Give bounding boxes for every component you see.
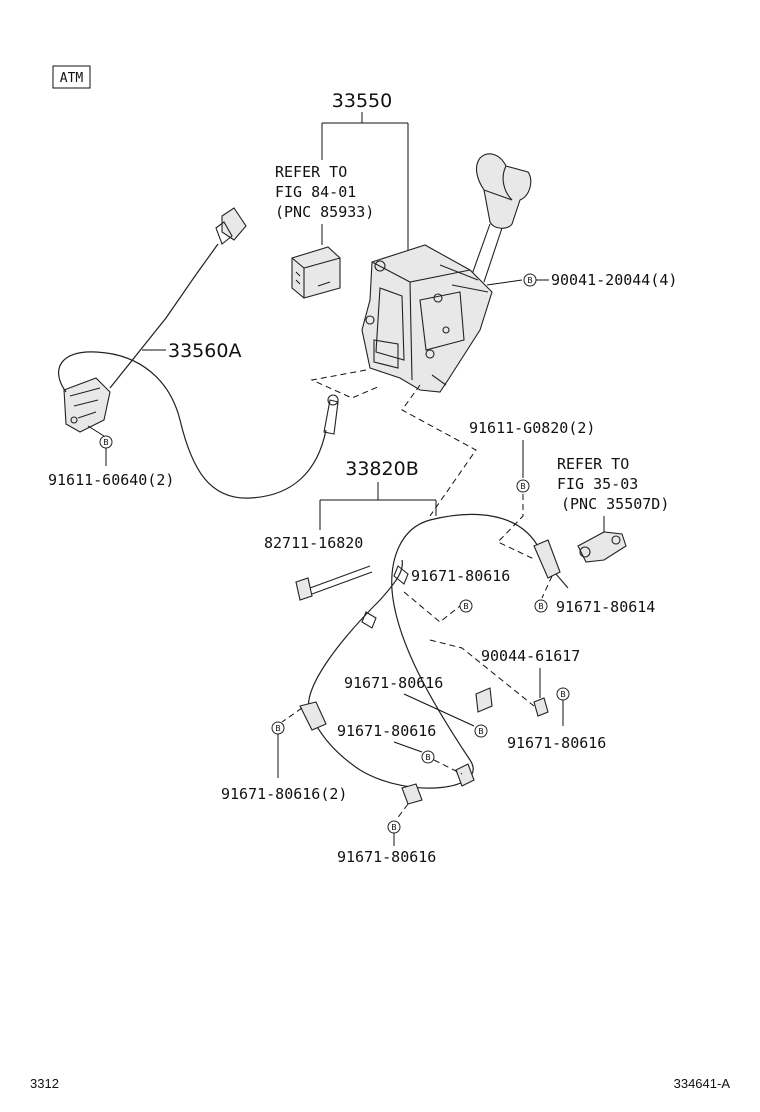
refer1-line2: FIG 84-01: [275, 183, 356, 201]
clamp-82711: [295, 565, 373, 601]
label-33560a: 33560A: [168, 340, 241, 362]
cable-33820b: [299, 513, 627, 805]
label-91671-80616-e: 91671-80616: [337, 848, 436, 866]
svg-text:B: B: [520, 482, 526, 491]
bolt-marker-91611-60640: B: [99, 435, 113, 449]
footer-page-code: 3312: [30, 1076, 59, 1091]
label-91671-80614: 91671-80614: [556, 598, 655, 616]
label-82711-16820: 82711-16820: [264, 534, 363, 552]
atm-tag: ATM: [52, 65, 91, 89]
dash-assy-down: [401, 384, 477, 517]
leader-90041: [486, 279, 523, 286]
svg-text:B: B: [527, 276, 533, 285]
indicator-module: [291, 246, 341, 299]
bolt-marker-80616-c: B: [474, 724, 488, 738]
leader-33550: [321, 112, 409, 255]
label-91611-60640: 91611-60640(2): [48, 471, 174, 489]
svg-text:B: B: [425, 753, 431, 762]
svg-text:B: B: [391, 823, 397, 832]
bolt-marker-80616-d: B: [421, 750, 435, 764]
refer1-line3: (PNC 85933): [275, 203, 374, 221]
leader-33820b: [319, 482, 437, 530]
label-33550: 33550: [332, 90, 392, 112]
refer2-line2: FIG 35-03: [557, 475, 638, 493]
bolt-marker-90044: B: [556, 687, 570, 701]
label-91671-80616-b: 91671-80616: [507, 734, 606, 752]
label-91671-80616-2: 91671-80616(2): [221, 785, 347, 803]
label-33820b: 33820B: [345, 458, 418, 480]
cable-33560a: [58, 207, 339, 499]
bolt-marker-90041: B: [523, 273, 537, 287]
label-91671-80616-c: 91671-80616: [344, 674, 443, 692]
bolt-marker-91611-g0820: B: [516, 479, 530, 493]
refer1-line1: REFER TO: [275, 163, 347, 181]
svg-text:B: B: [538, 602, 544, 611]
refer2-line1: REFER TO: [557, 455, 629, 473]
footer-figure-id: 334641-A: [674, 1076, 731, 1091]
svg-text:B: B: [275, 724, 281, 733]
svg-text:B: B: [560, 690, 566, 699]
svg-text:ATM: ATM: [60, 71, 84, 86]
bolt-marker-80616-a: B: [459, 599, 473, 613]
label-90044-61617: 90044-61617: [481, 647, 580, 665]
refer2-line3: (PNC 35507D): [561, 495, 669, 513]
svg-text:B: B: [103, 438, 109, 447]
label-91611-g0820: 91611-G0820(2): [469, 419, 595, 437]
bolt-marker-80616-e: B: [387, 820, 401, 834]
bolt-marker-80614: B: [534, 599, 548, 613]
label-91671-80616-a: 91671-80616: [411, 567, 510, 585]
svg-text:B: B: [478, 727, 484, 736]
shift-lever-assembly: [361, 153, 532, 393]
dash-assy-left: [310, 369, 381, 399]
label-90041-20044: 90041-20044(4): [551, 271, 677, 289]
bolt-marker-80616-2: B: [271, 721, 285, 735]
label-91671-80616-d: 91671-80616: [337, 722, 436, 740]
svg-text:B: B: [463, 602, 469, 611]
